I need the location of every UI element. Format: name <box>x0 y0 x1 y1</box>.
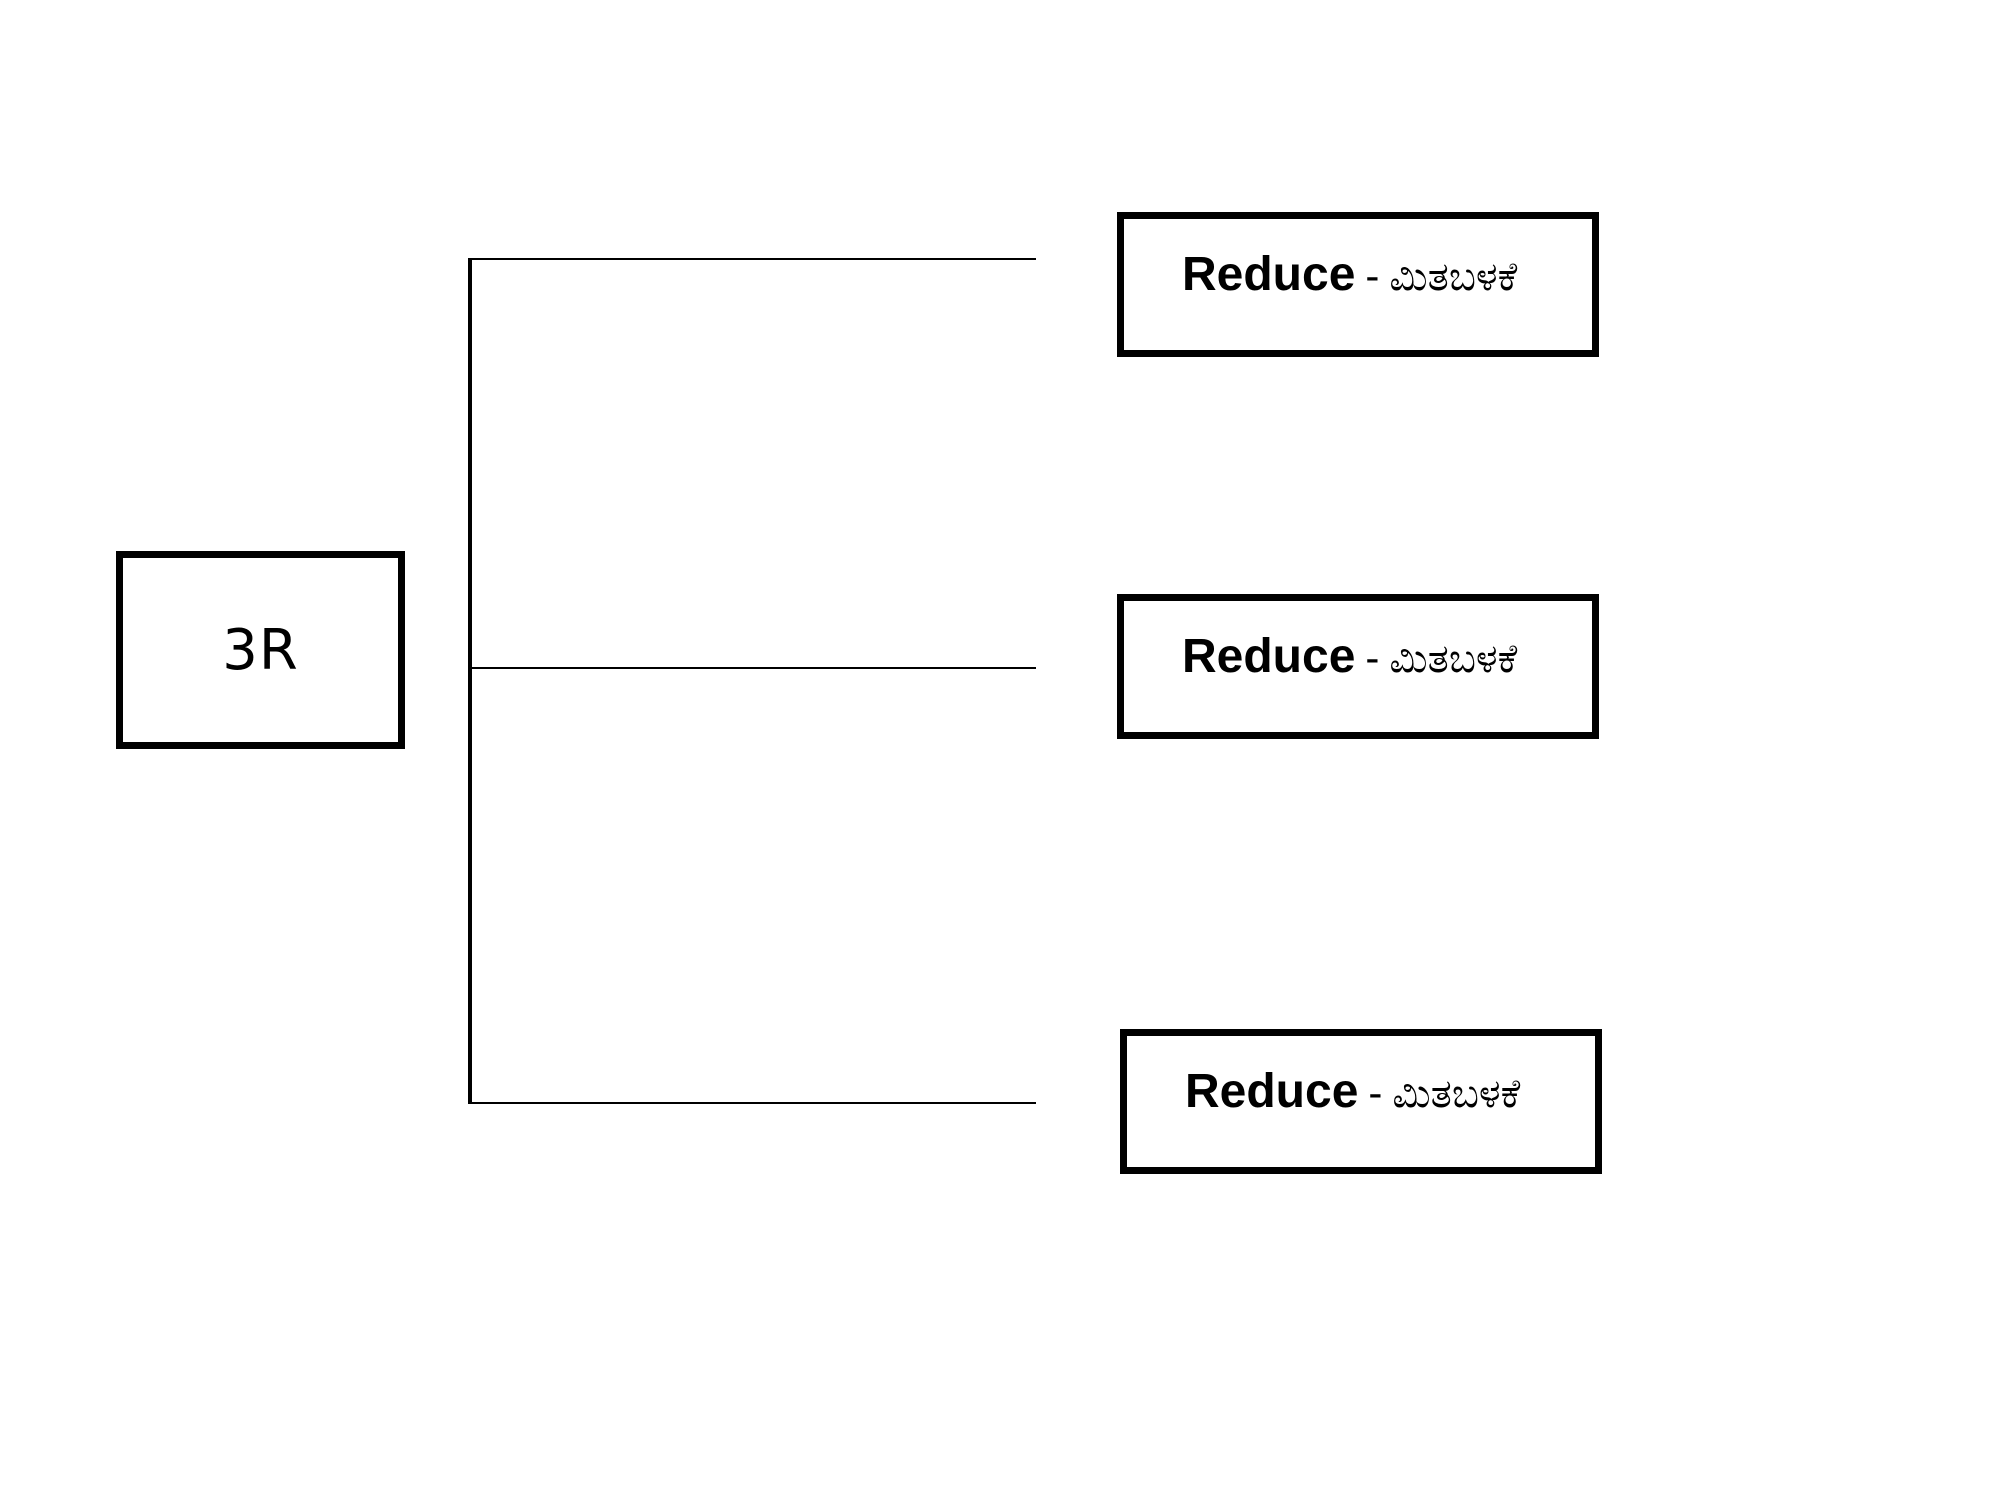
branch-node-2-separator: - <box>1365 634 1380 681</box>
branch-node-3: Reduce-ಮಿತಬಳಕೆ <box>1120 1029 1602 1174</box>
branch-node-2-term: Reduce <box>1182 630 1356 683</box>
root-node: 3R <box>116 551 405 749</box>
connector-branch-2 <box>468 667 1036 669</box>
branch-node-1: Reduce-ಮಿತಬಳಕೆ <box>1117 212 1599 357</box>
branch-node-3-label: Reduce-ಮಿತಬಳಕೆ <box>1185 1064 1520 1119</box>
branch-node-1-separator: - <box>1365 252 1380 299</box>
branch-node-3-kannada: ಮಿತಬಳಕೆ <box>1392 1071 1521 1117</box>
branch-node-3-term: Reduce <box>1185 1065 1359 1118</box>
branch-node-2-label: Reduce-ಮಿತಬಳಕೆ <box>1182 629 1517 684</box>
branch-node-1-term: Reduce <box>1182 248 1356 301</box>
connector-branch-1 <box>468 258 1036 260</box>
branch-node-2: Reduce-ಮಿತಬಳಕೆ <box>1117 594 1599 739</box>
branch-node-1-label: Reduce-ಮಿತಬಳಕೆ <box>1182 247 1517 302</box>
connector-trunk <box>468 258 472 1104</box>
branch-node-2-kannada: ಮಿತಬಳಕೆ <box>1389 636 1518 682</box>
root-node-label: 3R <box>222 617 299 683</box>
branch-node-3-separator: - <box>1368 1069 1383 1116</box>
connector-branch-3 <box>468 1102 1036 1104</box>
branch-node-1-kannada: ಮಿತಬಳಕೆ <box>1389 254 1518 300</box>
